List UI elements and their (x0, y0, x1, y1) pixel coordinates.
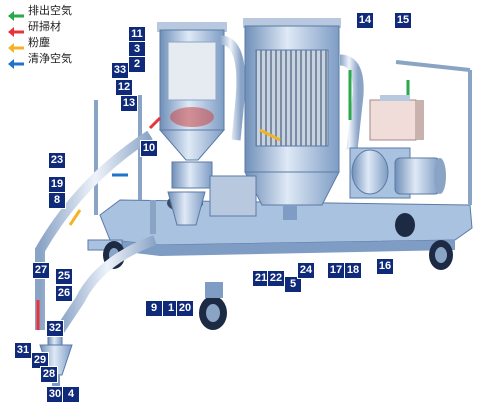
callout-badge: 18 (344, 262, 362, 279)
callout-badge: 33 (111, 62, 129, 79)
callout-badge: 13 (120, 95, 138, 112)
callout-badge: 22 (267, 270, 285, 287)
blast-pot (150, 161, 257, 234)
legend-item: 粉塵 (8, 35, 72, 53)
legend: 排出空気研掃材粉塵清浄空気 (8, 3, 72, 69)
legend-label: 排出空気 (28, 4, 72, 17)
callout-badge: 21 (252, 270, 270, 287)
callout-badge: 12 (115, 79, 133, 96)
callout-badge: 2 (128, 56, 146, 73)
arrow-icon (8, 22, 24, 37)
blast-hose (35, 130, 153, 330)
blower-motor (349, 147, 446, 199)
callout-badge: 16 (376, 258, 394, 275)
flow-arrows (36, 70, 410, 330)
callout-badge: 9 (145, 300, 163, 317)
callout-badge: 19 (48, 176, 66, 193)
callout-badge: 23 (48, 152, 66, 169)
exhaust-hose (339, 54, 364, 151)
callout-badge: 15 (394, 12, 412, 29)
legend-item: 清浄空気 (8, 51, 72, 69)
callout-badge: 5 (284, 276, 302, 293)
callout-badge: 30 (46, 386, 64, 403)
callout-badge: 25 (55, 268, 73, 285)
callout-badge: 32 (46, 320, 64, 337)
callout-badge: 28 (40, 366, 58, 383)
control-box (369, 95, 424, 141)
legend-label: 研掃材 (28, 20, 61, 33)
callout-badge: 20 (176, 300, 194, 317)
legend-label: 粉塵 (28, 36, 50, 49)
dust-collector (243, 18, 341, 220)
separator-tank (157, 22, 246, 161)
callout-badge: 24 (297, 262, 315, 279)
arrow-icon (8, 6, 24, 21)
callout-badge: 4 (62, 386, 80, 403)
legend-item: 研掃材 (8, 19, 72, 37)
arrow-icon (8, 54, 24, 69)
callout-badge: 14 (356, 12, 374, 29)
callout-badge: 8 (48, 192, 66, 209)
return-hose (55, 235, 157, 333)
callout-badge: 26 (55, 285, 73, 302)
arrow-icon (8, 38, 24, 53)
callout-badge: 17 (327, 262, 345, 279)
callout-badge: 10 (140, 140, 158, 157)
legend-label: 清浄空気 (28, 52, 72, 65)
callout-badge: 31 (14, 342, 32, 359)
callout-badge: 27 (32, 262, 50, 279)
legend-item: 排出空気 (8, 3, 72, 21)
